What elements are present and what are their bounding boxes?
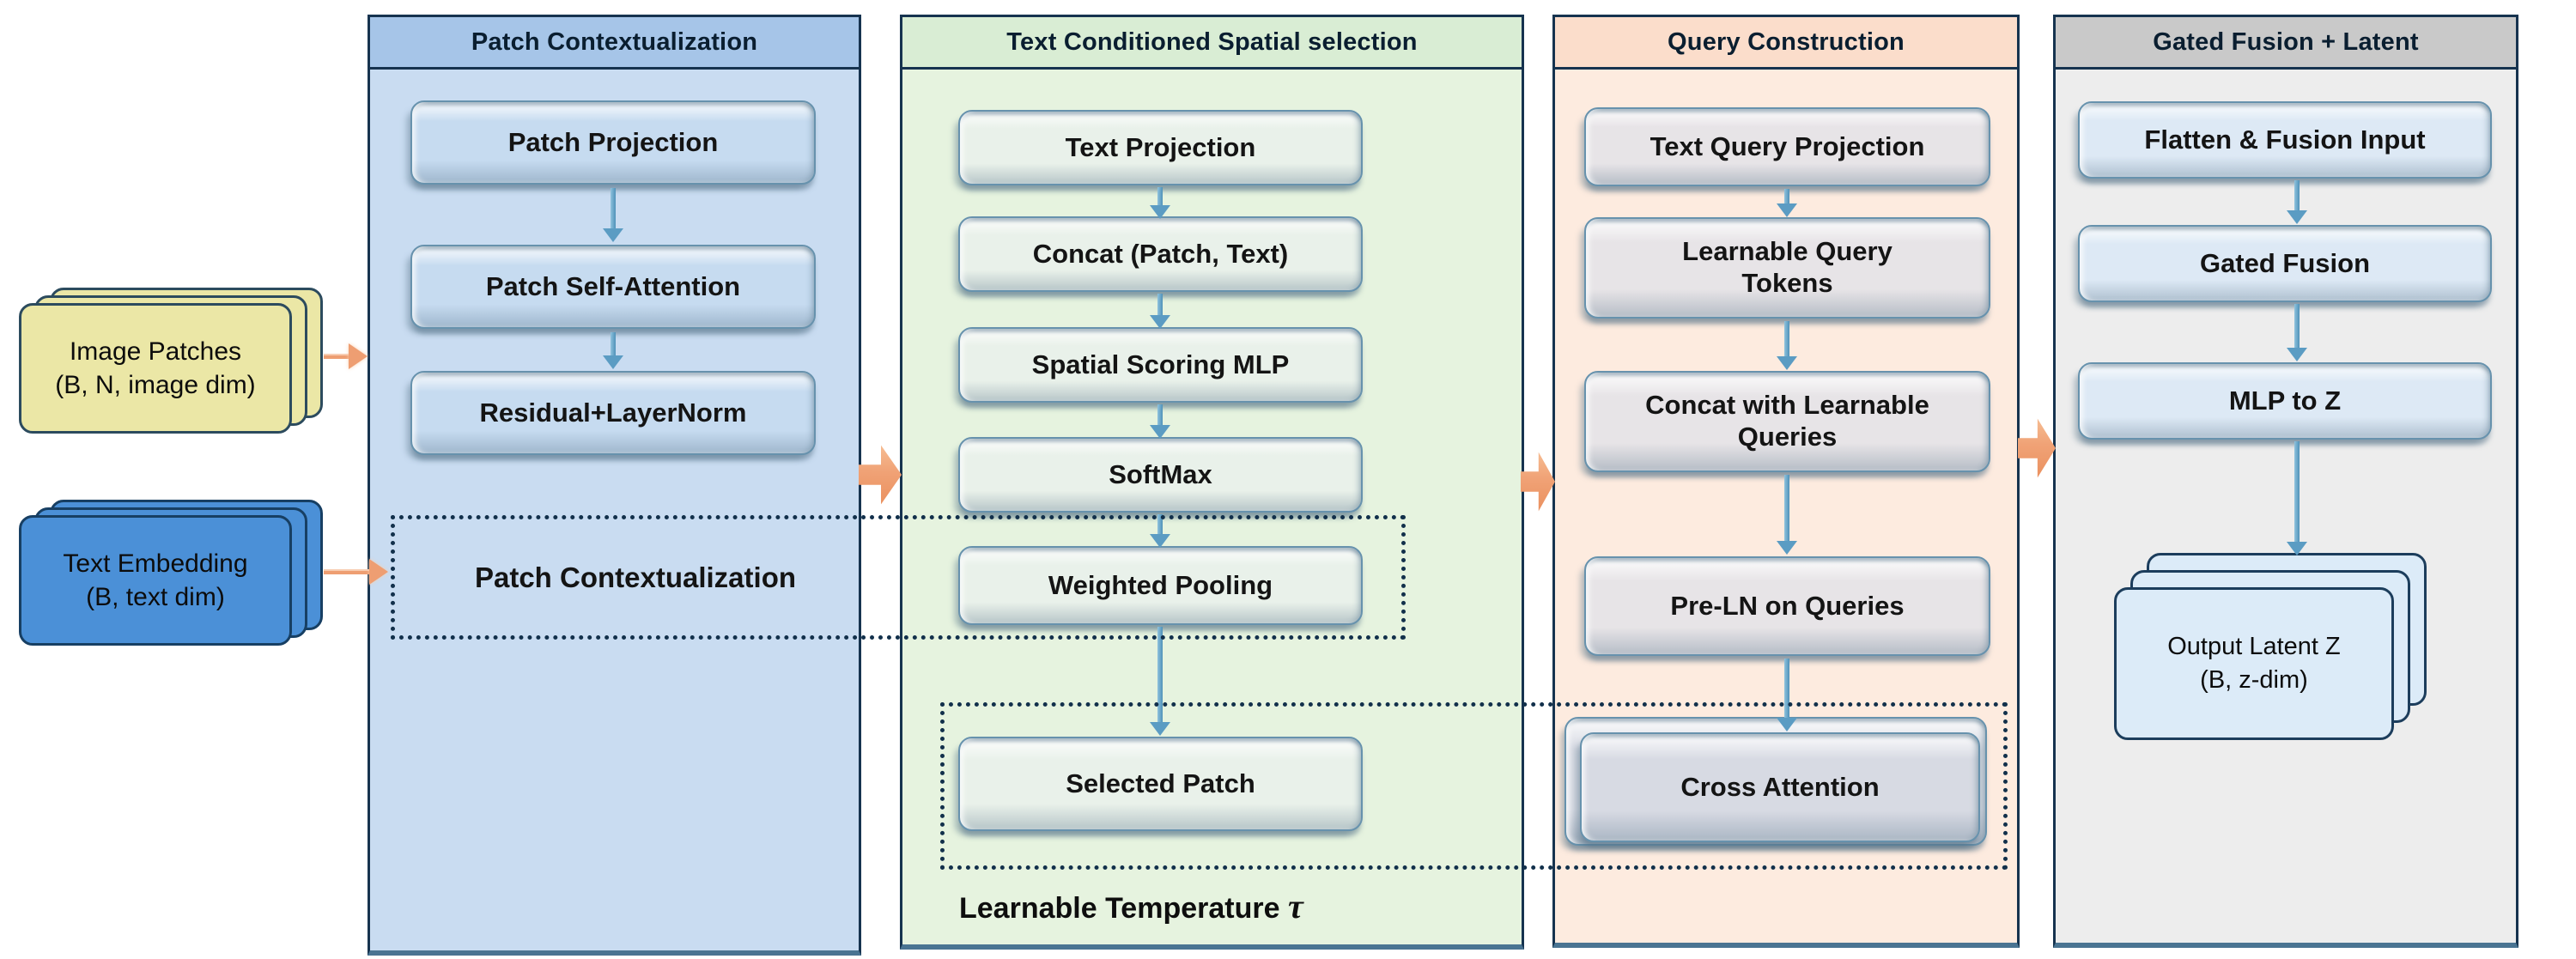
box-text-query-projection: Text Query Projection (1584, 107, 1990, 186)
flow-arrow-icon (2294, 304, 2300, 349)
flow-arrow-icon (1157, 404, 1163, 426)
text-embedding-arrow-shaft-icon (324, 569, 374, 574)
text-embedding-shape: (B, text dim) (86, 583, 225, 611)
flow-arrow-icon (1157, 627, 1163, 723)
patch-contextualization-group-outline (391, 515, 1406, 640)
box-concat-with-learnable-queries: Concat with Learnable Queries (1584, 371, 1990, 472)
output-latent-shape: (B, z-dim) (2200, 666, 2308, 694)
text-embedding-card: Text Embedding (B, text dim) (19, 515, 292, 646)
box-learnable-query-tokens: Learnable Query Tokens (1584, 217, 1990, 319)
box-text-projection: Text Projection (958, 110, 1363, 185)
flow-arrow-icon (2294, 180, 2300, 211)
box-softmax: SoftMax (958, 437, 1363, 513)
box-weighted-pooling: Weighted Pooling (958, 546, 1363, 625)
column-title-gated-fusion-latent: Gated Fusion + Latent (2056, 17, 2516, 70)
box-selected-patch: Selected Patch (958, 737, 1363, 831)
image-patches-shape: (B, N, image dim) (55, 371, 256, 399)
box-gated-fusion: Gated Fusion (2078, 225, 2492, 302)
image-patches-arrow-shaft-icon (324, 354, 353, 359)
flow-arrow-icon (1157, 294, 1163, 316)
flow-arrow-icon (2294, 441, 2300, 543)
column-title-patch-contextualization: Patch Contextualization (370, 17, 859, 70)
box-spatial-scoring-mlp: Spatial Scoring MLP (958, 327, 1363, 403)
box-residual-layernorm: Residual+LayerNorm (410, 371, 816, 455)
flow-arrow-icon (611, 332, 616, 356)
tau-symbol: τ (1287, 887, 1303, 926)
patch-contextualization-group-label: Patch Contextualization (474, 561, 797, 593)
box-cross-attention: Cross Attention (1580, 732, 1980, 842)
flow-arrow-icon (611, 188, 616, 229)
box-patch-self-attention: Patch Self-Attention (410, 245, 816, 329)
flow-arrow-icon (1784, 659, 1789, 719)
learnable-temperature-note: Learnable Temperature τ (959, 887, 1303, 926)
box-concat-patch-text: Concat (Patch, Text) (958, 216, 1363, 292)
flow-arrow-icon (1157, 514, 1163, 535)
box-pre-ln-on-queries: Pre-LN on Queries (1584, 556, 1990, 656)
image-patches-label: Image Patches (69, 337, 242, 366)
box-flatten-fusion-input: Flatten & Fusion Input (2078, 101, 2492, 179)
image-patches-arrow-icon (349, 343, 368, 369)
selected-patch-cross-attention-group-outline (940, 702, 2008, 870)
text-embedding-input-stack: Text Embedding (B, text dim) (19, 500, 325, 647)
output-latent-card: Output Latent Z (B, z-dim) (2114, 587, 2394, 740)
box-patch-projection: Patch Projection (410, 100, 816, 185)
box-mlp-to-z: MLP to Z (2078, 362, 2492, 440)
flow-arrow-icon (1157, 187, 1163, 206)
image-patches-card: Image Patches (B, N, image dim) (19, 303, 292, 434)
output-latent-label: Output Latent Z (2167, 632, 2341, 660)
text-embedding-label: Text Embedding (63, 549, 248, 578)
flow-arrow-icon (1784, 475, 1789, 542)
image-patches-input-stack: Image Patches (B, N, image dim) (19, 288, 325, 435)
output-latent-stack: Output Latent Z (B, z-dim) (2114, 553, 2440, 744)
column-title-query-construction: Query Construction (1555, 17, 2017, 70)
column-transition-arrow-icon (1521, 452, 1555, 512)
text-embedding-arrow-icon (369, 559, 388, 585)
flow-arrow-icon (1784, 189, 1789, 204)
column-title-text-conditioned-spatial-selection: Text Conditioned Spatial selection (902, 17, 1522, 70)
column-transition-arrow-icon (2018, 418, 2056, 478)
flow-arrow-icon (1784, 321, 1789, 357)
column-transition-arrow-icon (859, 445, 902, 505)
